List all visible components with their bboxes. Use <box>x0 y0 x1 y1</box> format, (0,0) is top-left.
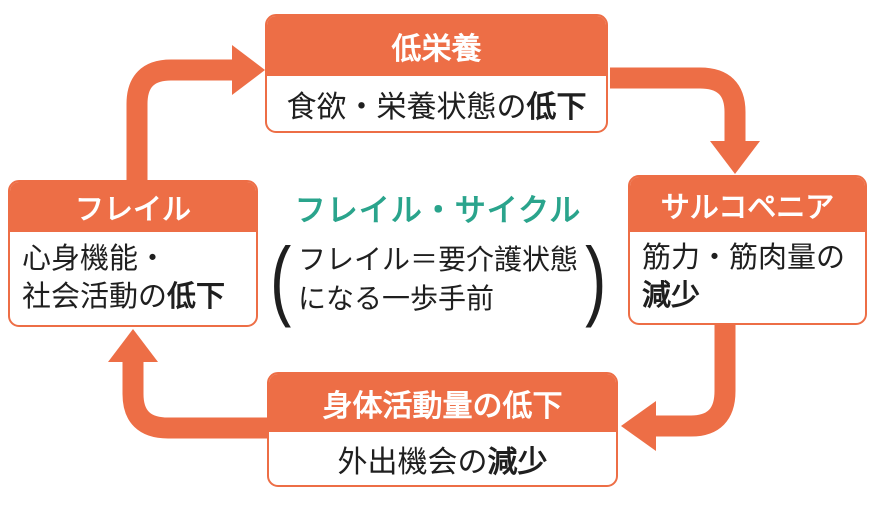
arrow-activity-decline-to-frailty-icon <box>108 329 268 439</box>
arrow-frailty-to-malnutrition-icon <box>126 45 265 181</box>
sarcopenia-body-line2: 減少 <box>642 278 865 315</box>
frailty-body-line1: 心身機能・ <box>22 243 168 276</box>
frailty-box: フレイル 心身機能・ 社会活動の低下 <box>8 180 258 327</box>
frailty-box-header: フレイル <box>10 182 256 232</box>
frailty-body-bold: 低下 <box>167 280 226 313</box>
sarcopenia-body-bold: 減少 <box>642 279 701 312</box>
sarcopenia-box: サルコペニア 筋力・筋肉量の 減少 <box>628 175 867 325</box>
activity-decline-body-prefix: 外出機会の <box>337 445 488 479</box>
activity-decline-body-text: 外出機会の減少 <box>338 437 548 481</box>
cycle-title-block: フレイル・サイクル ( フレイル＝要介護状態 になる一歩手前 ) <box>255 185 621 328</box>
cycle-note: ( フレイル＝要介護状態 になる一歩手前 ) <box>255 229 621 328</box>
cycle-title: フレイル・サイクル <box>294 193 582 228</box>
activity-decline-body-bold: 減少 <box>487 445 548 479</box>
malnutrition-body-bold: 低下 <box>526 90 587 124</box>
frailty-body-prefix: 社会活動の <box>22 280 168 313</box>
sarcopenia-body-line1: 筋力・筋肉量の <box>642 242 846 275</box>
arrow-sarcopenia-to-activity-decline-icon <box>621 324 736 451</box>
cycle-note-lines: フレイル＝要介護状態 になる一歩手前 <box>298 240 578 318</box>
paren-close: ) <box>585 229 607 328</box>
malnutrition-body-prefix: 食欲・栄養状態の <box>286 90 527 124</box>
cycle-note-line2: になる一歩手前 <box>297 283 494 315</box>
activity-decline-box: 身体活動量の低下 外出機会の減少 <box>267 372 618 487</box>
activity-decline-box-header: 身体活動量の低下 <box>269 374 616 432</box>
arrow-malnutrition-to-sarcopenia-icon <box>610 67 760 174</box>
malnutrition-box: 低栄養 食欲・栄養状態の低下 <box>265 14 608 133</box>
malnutrition-box-body: 食欲・栄養状態の低下 <box>267 76 606 131</box>
sarcopenia-box-body: 筋力・筋肉量の 減少 <box>630 232 865 323</box>
activity-decline-box-body: 外出機会の減少 <box>269 432 616 485</box>
sarcopenia-box-header: サルコペニア <box>630 177 865 232</box>
paren-open: ( <box>269 229 291 328</box>
cycle-note-line1: フレイル＝要介護状態 <box>297 244 578 276</box>
frailty-body-line2: 社会活動の低下 <box>22 279 256 316</box>
malnutrition-box-header: 低栄養 <box>267 16 606 76</box>
malnutrition-body-text: 食欲・栄養状態の低下 <box>287 82 587 126</box>
frailty-box-body: 心身機能・ 社会活動の低下 <box>10 232 256 325</box>
